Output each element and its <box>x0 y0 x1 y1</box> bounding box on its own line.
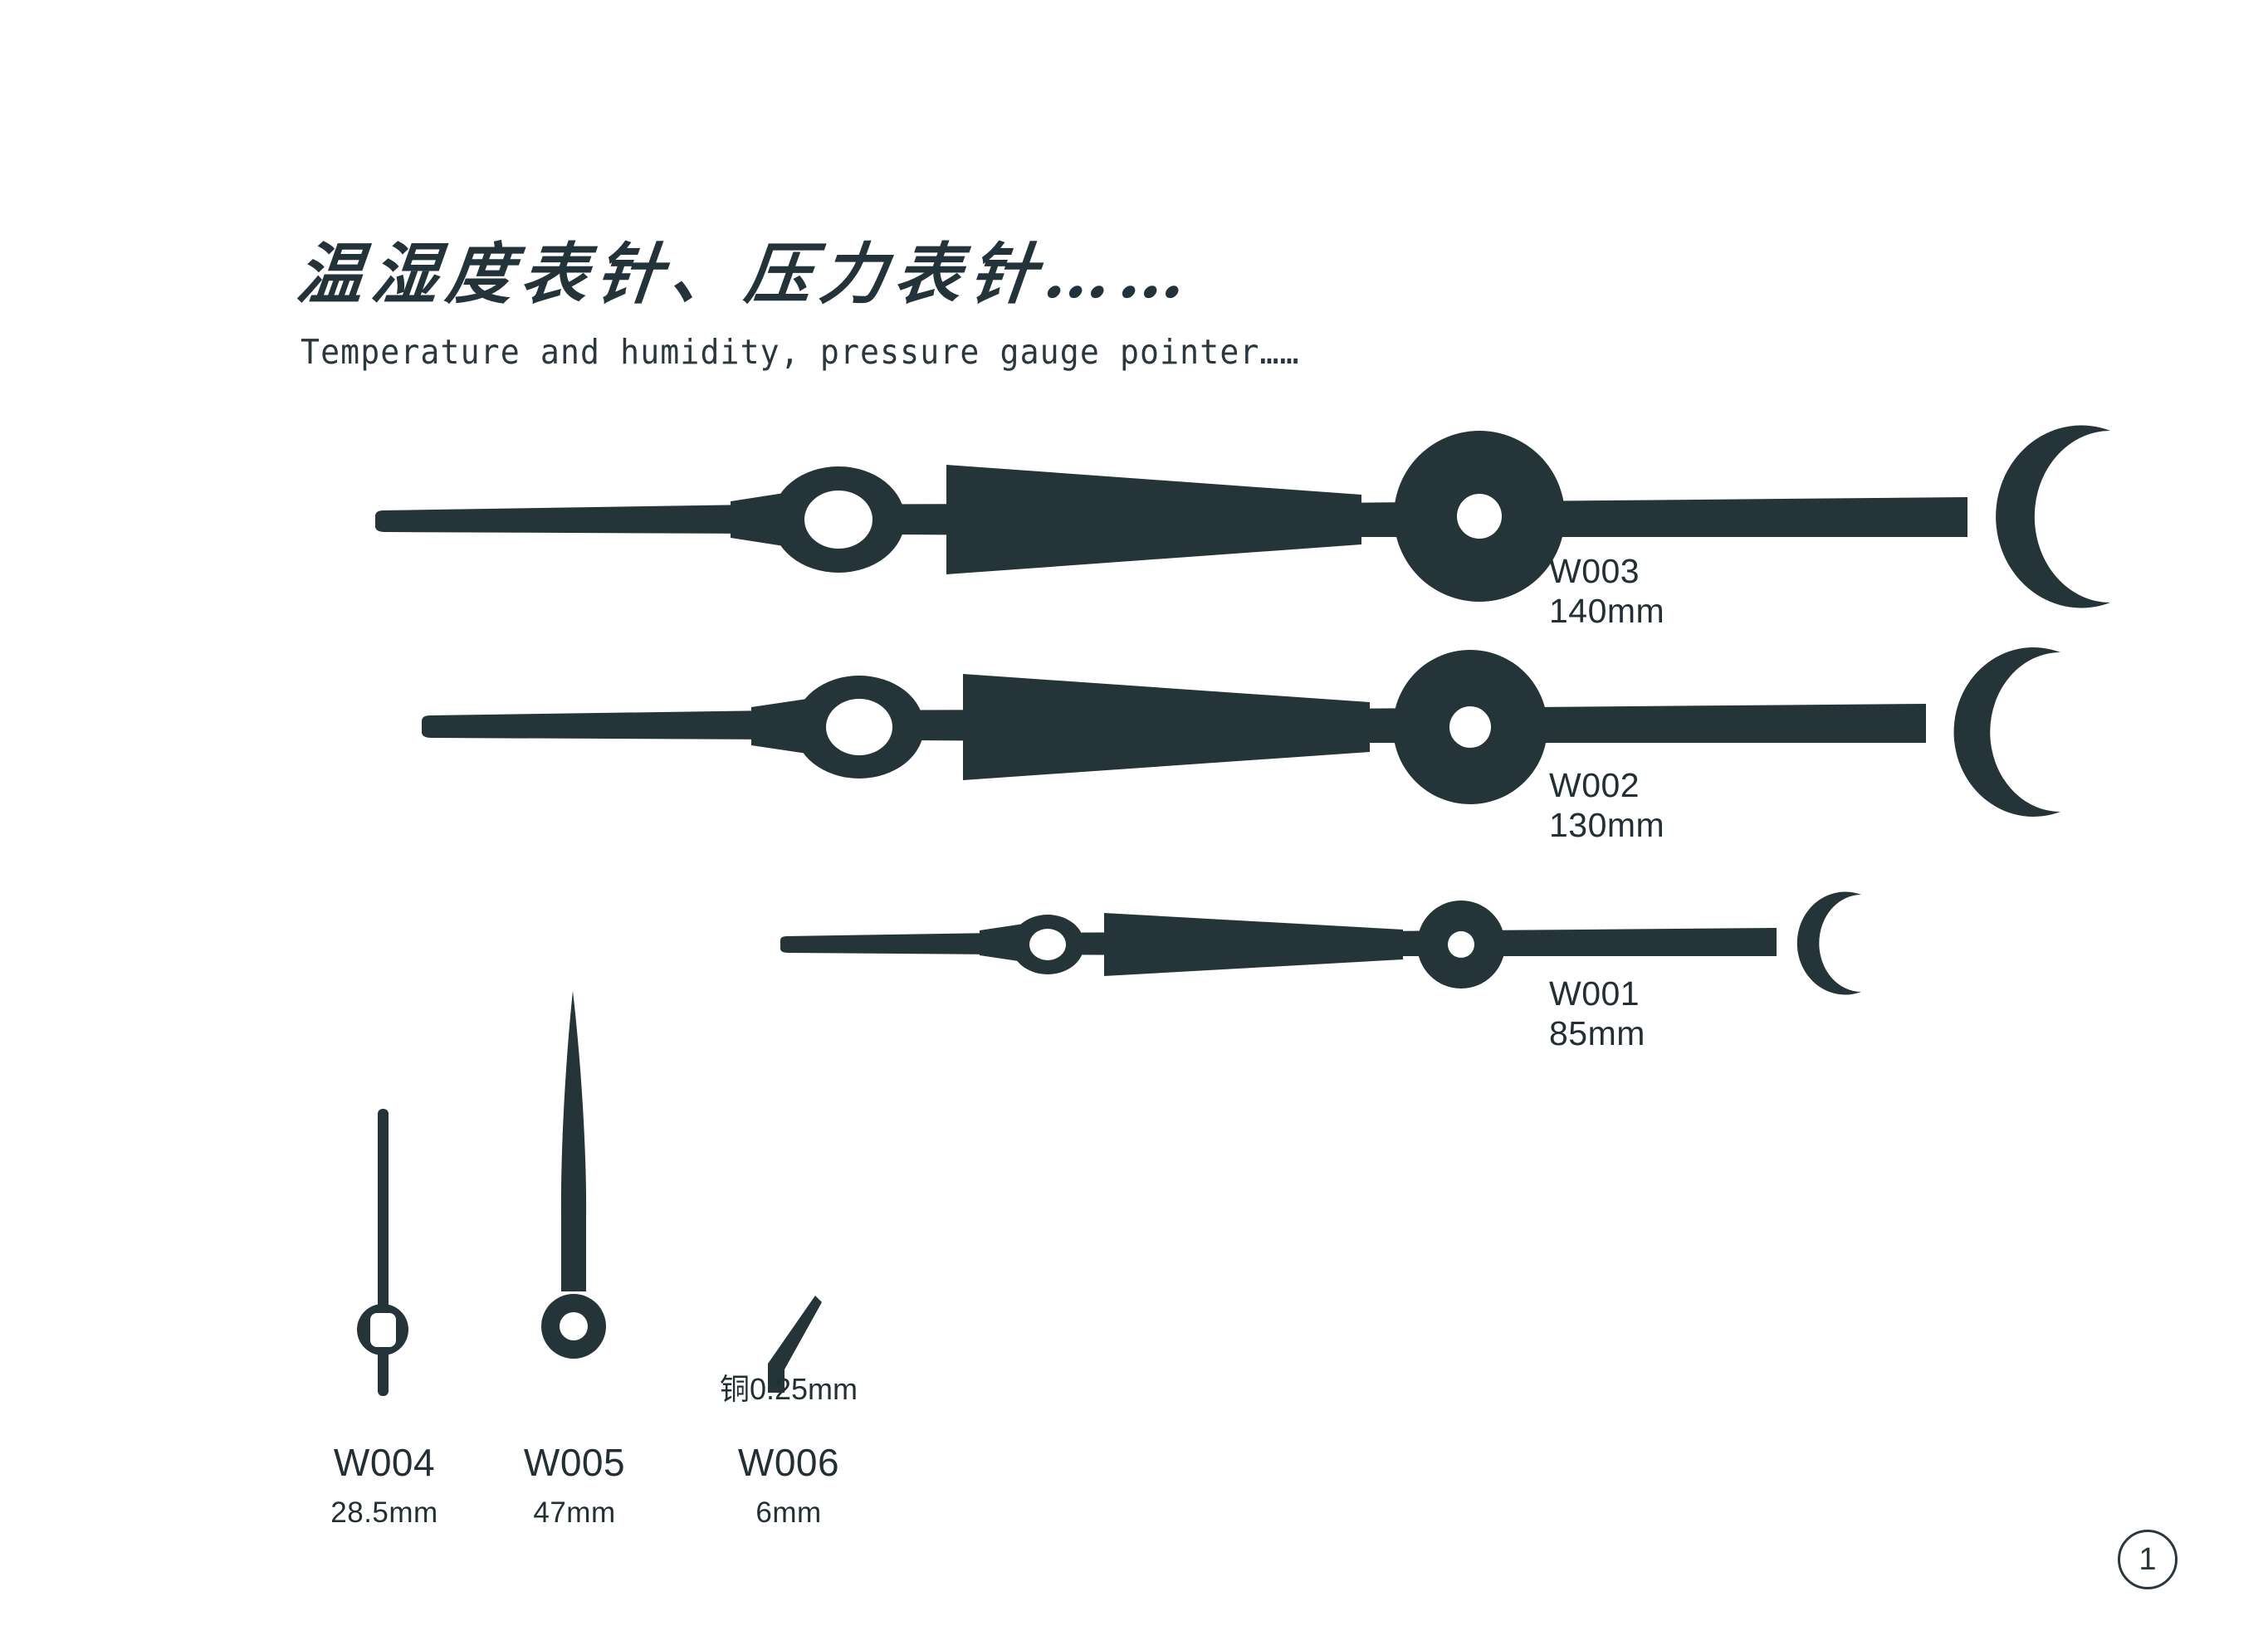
pointer-w005 <box>541 991 606 1359</box>
product-caption-w006: W006 6mm <box>738 1440 839 1541</box>
product-code-w005: W005 <box>523 1441 626 1484</box>
product-code-w004: W004 <box>333 1441 436 1484</box>
page-number-badge: 1 <box>2118 1530 2178 1589</box>
product-caption-w005: W005 47mm <box>524 1440 625 1541</box>
pointer-w003 <box>375 425 2110 608</box>
material-note-w006: 铜0.25mm <box>719 1372 858 1406</box>
pointer-w001 <box>780 891 1861 995</box>
product-caption-w001: W001 85mm <box>1549 974 1645 1054</box>
product-code-w003: W003 <box>1549 552 1640 590</box>
product-size-w006: 6mm <box>755 1496 822 1530</box>
product-size-w004: 28.5mm <box>330 1496 438 1530</box>
pointer-w004 <box>357 1109 408 1396</box>
pointer-w002 <box>422 647 2060 818</box>
page-title-english: Temperature and humidity, pressure gauge… <box>301 332 1300 373</box>
product-caption-w002: W002 130mm <box>1549 765 1664 846</box>
product-caption-w004: W004 28.5mm <box>330 1440 437 1541</box>
product-code-w001: W001 <box>1549 974 1640 1013</box>
product-size-w002: 130mm <box>1549 806 1665 845</box>
product-code-w006: W006 <box>737 1441 840 1484</box>
product-caption-w003: W003 140mm <box>1549 551 1664 632</box>
product-code-w002: W002 <box>1549 766 1640 804</box>
product-size-w005: 47mm <box>533 1496 616 1530</box>
page-number-value: 1 <box>2138 1541 2157 1577</box>
product-size-w001: 85mm <box>1549 1014 1645 1053</box>
product-size-w003: 140mm <box>1549 592 1665 631</box>
